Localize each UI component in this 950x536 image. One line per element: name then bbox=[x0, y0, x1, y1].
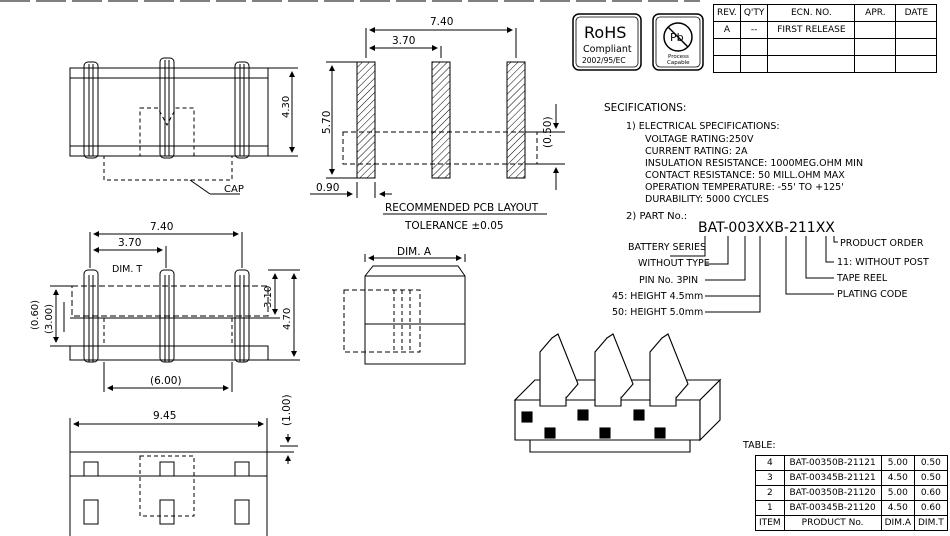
front-dim-7-40: 7.40 bbox=[150, 221, 173, 233]
front-dim-3-10: 3.10 bbox=[263, 286, 274, 308]
spec-temperature: OPERATION TEMPERATURE: -55' TO +125' bbox=[645, 182, 844, 193]
date-header: DATE bbox=[895, 4, 938, 22]
ecn-cell: FIRST RELEASE bbox=[767, 21, 856, 39]
rohs-compliant: Compliant bbox=[583, 44, 632, 55]
front-dim-6-00: (6.00) bbox=[150, 375, 182, 387]
top-view bbox=[69, 57, 298, 195]
qty-cell: -- bbox=[739, 21, 769, 39]
pcb-dim-3-70: 3.70 bbox=[392, 35, 415, 47]
rev-cell: A bbox=[713, 21, 741, 39]
spec-durability: DURABILITY: 5000 CYCLES bbox=[645, 194, 769, 205]
front-view bbox=[50, 231, 300, 392]
front-dim-3-00: (3.00) bbox=[44, 304, 55, 334]
front-dim-t: DIM. T bbox=[112, 264, 142, 275]
parts-table-title: TABLE: bbox=[743, 440, 776, 451]
spec-voltage: VOLTAGE RATING:250V bbox=[645, 134, 754, 145]
pcb-dim-0-90: 0.90 bbox=[316, 182, 339, 194]
label-battery-series: BATTERY SERIES bbox=[628, 242, 707, 253]
part-title: 2) PART No.: bbox=[626, 211, 688, 222]
pb-capable: Capable bbox=[667, 60, 690, 66]
pcb-layout bbox=[310, 27, 565, 215]
pb-symbol: Pb bbox=[670, 31, 684, 44]
spec-current: CURRENT RATING: 2A bbox=[645, 146, 748, 157]
spec-contact: CONTACT RESISTANCE: 50 MILL.OHM MAX bbox=[645, 170, 845, 181]
revision-table: REV. Q'TY ECN. NO. APR. DATE A -- FIRST … bbox=[713, 4, 938, 73]
label-height-45: 45: HEIGHT 4.5mm bbox=[612, 291, 704, 302]
isometric-view bbox=[513, 333, 722, 453]
cap-label: CAP bbox=[224, 184, 244, 195]
apr-cell bbox=[854, 21, 897, 39]
pcb-dim-0-50: (0.50) bbox=[542, 116, 554, 148]
rohs-title: RoHS bbox=[584, 23, 626, 42]
spec-electrical-title: 1) ELECTRICAL SPECIFICATIONS: bbox=[626, 121, 780, 132]
spec-insulation: INSULATION RESISTANCE: 1000MEG.OHM MIN bbox=[645, 158, 864, 169]
front-dim-0-60: (0.60) bbox=[30, 300, 41, 330]
pb-free-icon bbox=[663, 22, 693, 52]
part-number: BAT-003XXB-211XX bbox=[698, 220, 835, 236]
pcb-dim-5-70: 5.70 bbox=[321, 111, 333, 134]
table-header-row: ITEM PRODUCT No. DIM.A DIM.T bbox=[755, 515, 948, 531]
rev-header: REV. bbox=[713, 4, 741, 22]
date-cell bbox=[895, 21, 938, 39]
part-number-callouts bbox=[670, 236, 838, 313]
pb-process: Process bbox=[668, 54, 689, 60]
table-row: 1 BAT-00345B-21120 4.50 0.60 bbox=[755, 500, 948, 516]
pcb-tolerance: TOLERANCE ±0.05 bbox=[404, 220, 504, 232]
dim-4-30: 4.30 bbox=[281, 96, 292, 118]
rohs-directive: 2002/95/EC bbox=[582, 56, 626, 65]
table-row: 4 BAT-00350B-21121 5.00 0.50 bbox=[755, 455, 948, 471]
bottom-dim-9-45: 9.45 bbox=[153, 410, 176, 422]
spec-heading: SECIFICATIONS: bbox=[604, 102, 687, 114]
side-dim-a: DIM. A bbox=[397, 246, 432, 258]
label-product-order: PRODUCT ORDER bbox=[840, 238, 924, 249]
bottom-dim-1-00: (1.00) bbox=[281, 394, 293, 426]
bottom-view bbox=[69, 418, 298, 536]
pb-badge bbox=[652, 13, 704, 71]
rohs-badge bbox=[572, 13, 642, 71]
label-without-type: WITHOUT TYPE bbox=[638, 258, 710, 269]
label-plating-code: PLATING CODE bbox=[837, 289, 908, 300]
front-dim-3-70: 3.70 bbox=[118, 237, 141, 249]
parts-table: 4 BAT-00350B-21121 5.00 0.50 3 BAT-00345… bbox=[755, 455, 948, 531]
ecn-header: ECN. NO. bbox=[767, 4, 856, 22]
label-without-post: 11: WITHOUT POST bbox=[837, 257, 929, 268]
table-row: 2 BAT-00350B-21120 5.00 0.60 bbox=[755, 485, 948, 501]
table-row: 3 BAT-00345B-21121 4.50 0.50 bbox=[755, 470, 948, 486]
label-tape-reel: TAPE REEL bbox=[837, 273, 888, 284]
label-pin-no: PIN No. 3PIN bbox=[639, 275, 699, 286]
front-dim-4-70: 4.70 bbox=[282, 308, 293, 330]
pcb-layout-title: RECOMMENDED PCB LAYOUT bbox=[385, 202, 539, 214]
pcb-dim-7-40: 7.40 bbox=[430, 16, 453, 28]
qty-header: Q'TY bbox=[739, 4, 769, 22]
apr-header: APR. bbox=[854, 4, 897, 22]
label-height-50: 50: HEIGHT 5.0mm bbox=[612, 307, 704, 318]
side-view bbox=[343, 254, 466, 365]
